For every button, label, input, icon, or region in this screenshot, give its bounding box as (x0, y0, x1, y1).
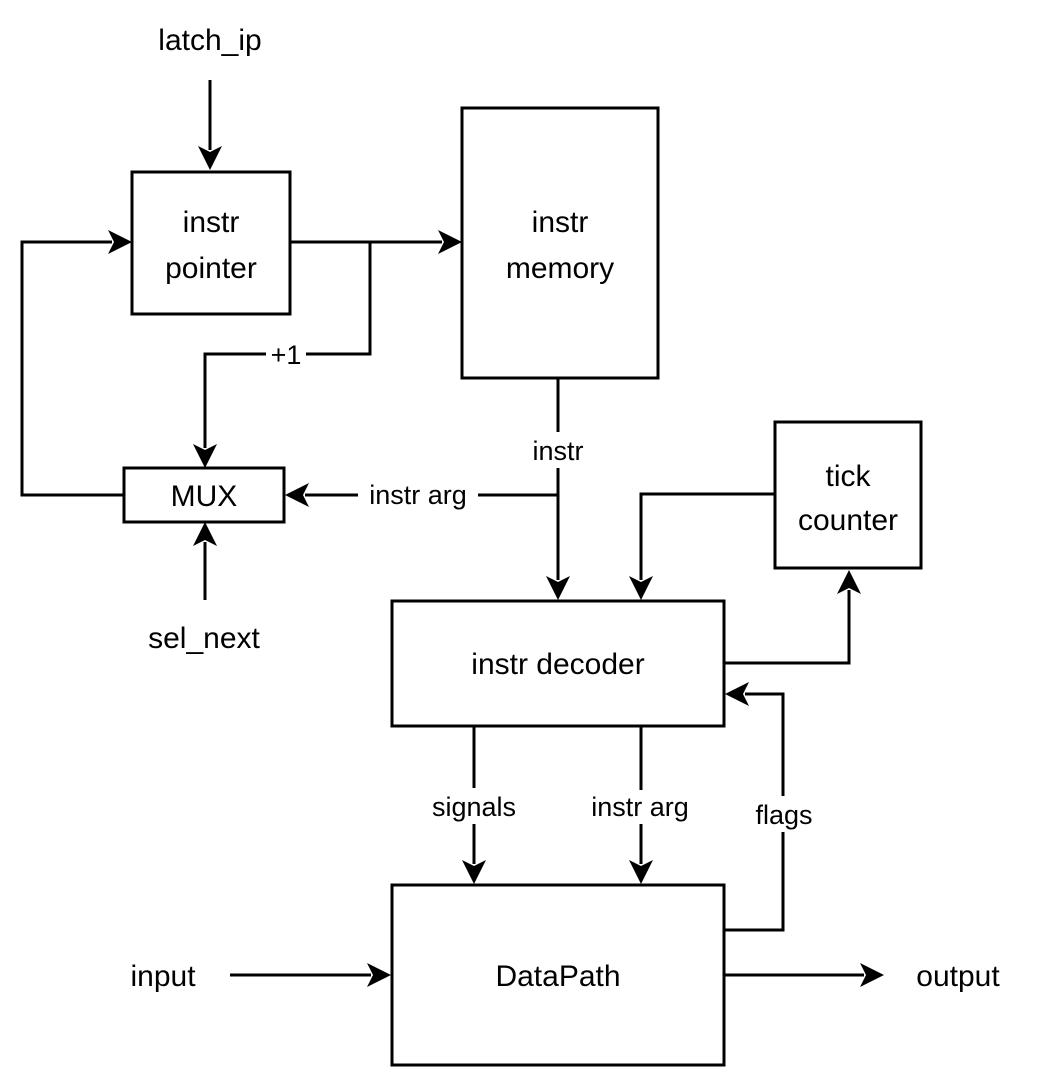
arrowhead-signals (462, 860, 486, 884)
arrowhead-flags (725, 682, 749, 706)
latch-ip-label: latch_ip (158, 24, 261, 57)
arrowhead-input (367, 963, 391, 987)
arrowhead-instr-arg-to-mux (285, 483, 309, 507)
signals-label: signals (432, 792, 516, 822)
arrowhead-increment-to-mux (193, 444, 217, 468)
arrowhead-tick-to-decoder (629, 576, 653, 600)
arrowhead-latch-ip (198, 146, 222, 170)
arrowhead-memory-to-decoder (546, 576, 570, 600)
instr-decoder-label: instr decoder (471, 648, 644, 681)
arrowhead-ip-to-memory (438, 230, 462, 254)
input-label: input (130, 960, 196, 993)
instr-memory-block (460, 106, 660, 380)
arrowhead-instr-arg-to-datapath (629, 860, 653, 884)
wire-tick-to-decoder (639, 492, 775, 580)
arrowhead-mux-to-ip (108, 230, 132, 254)
instr-pointer-label-line2: pointer (165, 252, 257, 285)
arrowhead-decoder-to-tick (837, 570, 861, 594)
mux-label: MUX (171, 480, 238, 513)
instr-arg-to-datapath-label: instr arg (591, 792, 689, 822)
wire-decoder-to-tick (724, 590, 851, 665)
sel-next-label: sel_next (148, 622, 260, 655)
signals-label-bg (418, 788, 530, 824)
instr-arg-to-mux-label: instr arg (369, 480, 467, 510)
output-label: output (916, 960, 1000, 993)
plus-one-label: +1 (271, 340, 302, 370)
flags-label-bg (748, 796, 820, 832)
arrowhead-output (860, 963, 884, 987)
instr-memory-label-line2: memory (506, 252, 614, 285)
instr-pointer-label-line1: instr (183, 206, 240, 239)
tick-counter-label-line1: tick (826, 460, 872, 493)
instr-memory-label-line1: instr (532, 206, 589, 239)
wire-mux-to-ip (20, 240, 124, 497)
plus-one-bg (266, 338, 306, 368)
instr-arg-mux-label-bg (358, 478, 478, 512)
datapath-label: DataPath (495, 960, 620, 993)
mux-block (122, 466, 286, 524)
tick-counter-block (773, 420, 923, 570)
flags-label: flags (755, 800, 812, 830)
instr-decoder-block (390, 599, 726, 728)
instr-label-bg (520, 432, 596, 468)
arrowhead-sel-next (193, 522, 217, 546)
instr-pointer-block (130, 170, 292, 316)
tick-counter-label-line2: counter (798, 504, 898, 537)
datapath-block (390, 883, 726, 1067)
instr-label: instr (532, 436, 583, 466)
instr-arg-datapath-label-bg (578, 790, 702, 824)
